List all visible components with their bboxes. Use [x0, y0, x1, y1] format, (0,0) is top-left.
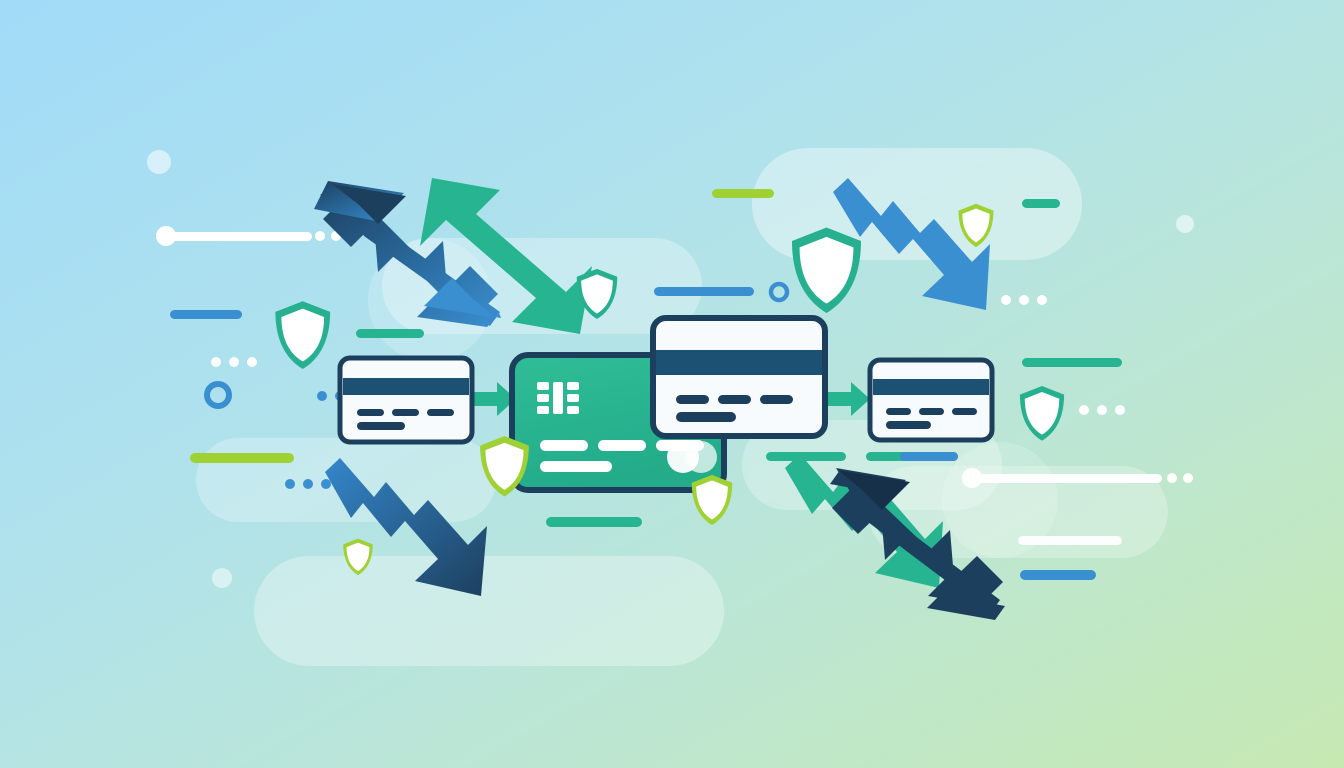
arrow-green-double-top — [420, 178, 592, 334]
dash-teal-6 — [546, 517, 642, 527]
arrow-blue-down-bottomleft — [325, 458, 487, 596]
decor-blobs — [196, 148, 1168, 666]
dash-teal-3 — [1022, 358, 1122, 367]
shield-small-topright[interactable] — [958, 203, 994, 248]
dash-blue-5 — [900, 452, 958, 461]
card-right-white[interactable] — [867, 357, 995, 443]
ring-left — [204, 381, 232, 409]
shield-lower-center[interactable] — [691, 474, 733, 526]
dash-teal-1 — [356, 329, 424, 338]
dots-left-lower — [285, 479, 331, 489]
shield-far-right[interactable] — [1019, 385, 1065, 441]
dash-teal-5 — [766, 452, 846, 461]
card-left-white[interactable] — [337, 355, 475, 445]
card-magnetic-stripe — [656, 350, 822, 375]
dots-left-upper — [211, 357, 257, 367]
card-number-lines — [540, 440, 704, 472]
arrow-blue-down-topright — [833, 178, 990, 310]
contactless-icon — [667, 441, 717, 473]
dots-right-mid — [1079, 405, 1125, 415]
shield-left-mid[interactable] — [275, 301, 331, 370]
arrow-flow-left — [474, 382, 516, 416]
arrow-flow-right — [828, 382, 870, 416]
arrow-navy-double-topleft — [314, 181, 501, 327]
card-number-lines — [357, 409, 454, 430]
shield-lower-left[interactable] — [480, 436, 529, 497]
card-magnetic-stripe — [873, 379, 989, 395]
dash-blue-4 — [1020, 570, 1096, 580]
dash-lime-2 — [190, 453, 294, 463]
dash-blue-1 — [170, 310, 242, 319]
card-number-lines — [886, 408, 977, 429]
softdot-bottomleft — [212, 568, 232, 588]
softdot-right — [1176, 215, 1194, 233]
arrow-navy-double-bottom — [830, 468, 1005, 620]
arrow-green-down-bottom — [785, 454, 943, 588]
card-midright-white[interactable] — [650, 315, 828, 439]
dash-teal-2 — [1022, 199, 1060, 208]
shield-bottom-left[interactable] — [343, 538, 373, 576]
decor-soft-circles — [147, 150, 1194, 588]
decor-pinline-right — [962, 468, 1193, 488]
shield-center-top[interactable] — [576, 268, 618, 320]
shield-big-right[interactable] — [792, 227, 861, 314]
dots-right-upper — [1001, 295, 1047, 305]
decor-dashes — [170, 189, 1122, 580]
card-number-lines — [676, 395, 793, 422]
dash-lime-1 — [712, 189, 774, 198]
ring-top — [768, 281, 790, 303]
card-magnetic-stripe — [343, 378, 469, 395]
softdot-topleft — [147, 150, 171, 174]
dash-blue-2 — [654, 287, 754, 296]
dash-white-1 — [1018, 536, 1122, 545]
decor-rings — [204, 281, 790, 409]
card-chip-icon — [537, 382, 579, 414]
